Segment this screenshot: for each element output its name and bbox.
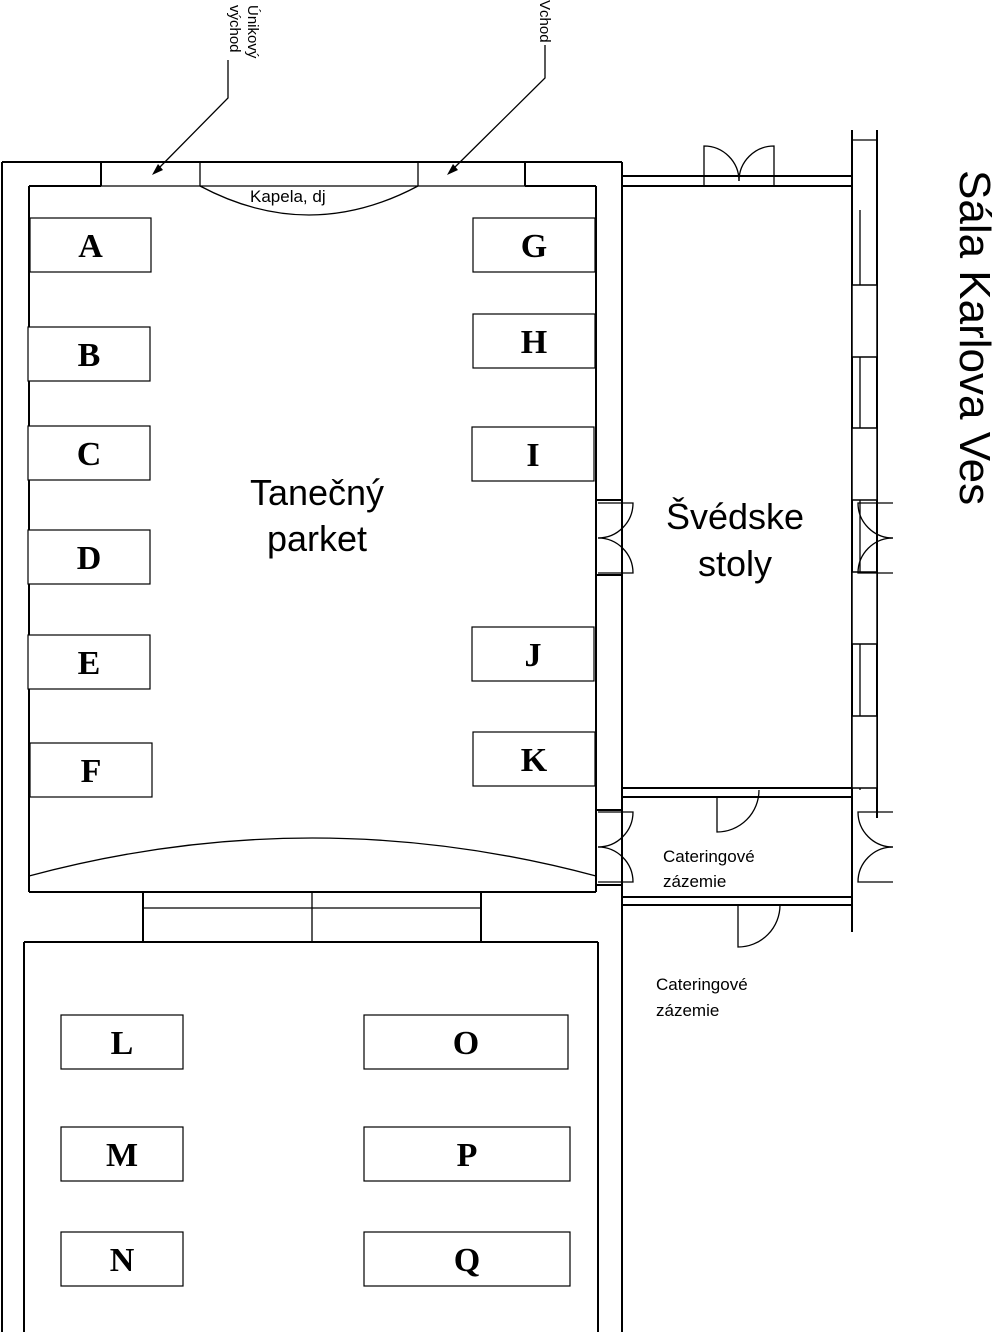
lower-room-walls xyxy=(23,941,599,1332)
buffet-label-2: stoly xyxy=(698,543,772,584)
table-n: N xyxy=(60,1231,184,1287)
table-label: H xyxy=(521,324,547,361)
table-box xyxy=(363,1126,571,1182)
doors xyxy=(597,145,894,948)
escape-exit-label-1: Únikový xyxy=(244,5,261,59)
table-label: P xyxy=(457,1137,478,1174)
table-q: Q xyxy=(363,1231,571,1287)
table-box xyxy=(472,731,596,787)
table-d: D xyxy=(27,529,151,585)
table-h: H xyxy=(472,313,596,369)
table-p: P xyxy=(363,1126,571,1182)
table-box xyxy=(27,326,151,382)
escape-exit-label-2: východ xyxy=(226,5,243,53)
table-label: O xyxy=(453,1025,479,1062)
table-o: O xyxy=(363,1014,569,1070)
table-box xyxy=(29,742,153,798)
table-label: A xyxy=(78,228,103,265)
table-label: N xyxy=(110,1242,135,1279)
table-label: J xyxy=(525,637,542,674)
table-b: B xyxy=(27,326,151,382)
table-label: E xyxy=(78,645,101,682)
table-label: Q xyxy=(454,1242,480,1279)
table-label: C xyxy=(77,436,102,473)
table-label: B xyxy=(78,337,101,374)
table-box xyxy=(60,1014,184,1070)
table-k: K xyxy=(472,731,596,787)
table-box xyxy=(60,1231,184,1287)
buffet-room-walls xyxy=(596,130,878,932)
table-label: L xyxy=(111,1025,134,1062)
table-c: C xyxy=(27,425,151,481)
table-box xyxy=(472,217,596,273)
tables-layer: A B C D E F G H I J K L M N O P Q xyxy=(27,217,596,1287)
table-a: A xyxy=(29,217,152,273)
table-label: D xyxy=(77,540,102,577)
dance-floor-label-1: Tanečný xyxy=(250,472,384,513)
buffet-label-1: Švédske xyxy=(666,496,804,537)
table-j: J xyxy=(471,626,595,682)
dance-floor-label-2: parket xyxy=(267,518,367,559)
table-label: M xyxy=(106,1137,138,1174)
table-l: L xyxy=(60,1014,184,1070)
catering-inner-label-1: Cateringové xyxy=(663,847,755,866)
table-box xyxy=(471,426,595,482)
table-box xyxy=(471,626,595,682)
table-e: E xyxy=(27,634,151,690)
table-box xyxy=(363,1014,569,1070)
dance-floor-arc xyxy=(28,837,597,877)
table-box xyxy=(27,529,151,585)
table-label: I xyxy=(526,437,539,474)
table-box xyxy=(27,634,151,690)
venue-title: Sála Karlova Ves xyxy=(950,170,999,505)
table-label: G xyxy=(521,228,547,265)
table-i: I xyxy=(471,426,595,482)
table-box xyxy=(472,313,596,369)
catering-outer-label-1: Cateringové xyxy=(656,975,748,994)
entrance-label: Vchod xyxy=(536,0,553,43)
exit-arrows xyxy=(152,45,546,175)
passage xyxy=(142,892,482,942)
catering-outer-label-2: zázemie xyxy=(656,1001,719,1020)
table-label: K xyxy=(521,742,548,779)
stage-label: Kapela, dj xyxy=(250,187,326,206)
table-box xyxy=(363,1231,571,1287)
table-g: G xyxy=(472,217,596,273)
catering-inner-label-2: zázemie xyxy=(663,872,726,891)
stage-arc xyxy=(199,185,419,216)
table-box xyxy=(60,1126,184,1182)
table-box xyxy=(27,425,151,481)
table-label: F xyxy=(81,753,102,790)
table-box xyxy=(29,217,152,273)
table-m: M xyxy=(60,1126,184,1182)
table-f: F xyxy=(29,742,153,798)
